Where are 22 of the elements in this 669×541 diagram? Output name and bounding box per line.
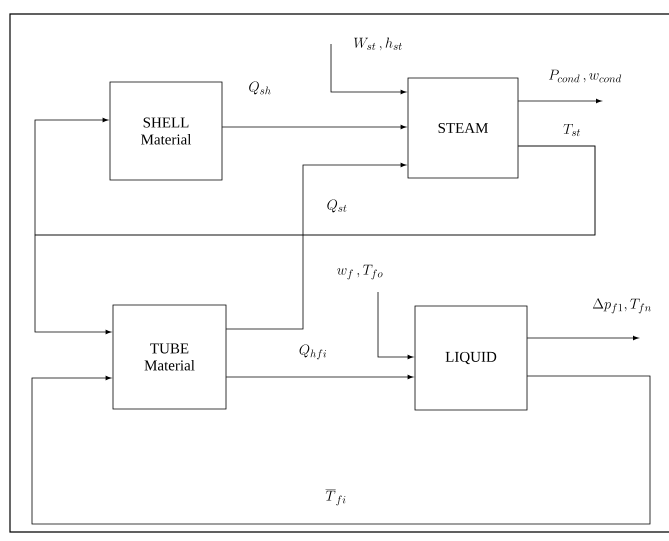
block-box: TUBE Material: [112, 304, 226, 410]
arrow: [34, 146, 596, 334]
arrow: [226, 374, 414, 380]
edge-label: $T_{st}$: [562, 123, 582, 137]
block-box: STEAM: [408, 78, 518, 178]
arrow: [378, 292, 414, 360]
arrow: [226, 162, 406, 330]
arrow: [518, 98, 602, 104]
block-box: SHELL Material: [110, 82, 222, 180]
edge-label: $Q_{st}$: [326, 198, 348, 214]
edge-label: $Q_{hfi}$: [298, 344, 328, 360]
edge-label: $\Delta p_{f1},T_{fn}$: [591, 298, 653, 314]
edge-label: $Q_{sh}$: [247, 80, 273, 96]
arrow: [527, 336, 639, 340]
block-box: LIQUID: [414, 306, 528, 410]
arrow: [222, 124, 406, 130]
edge-label: $P_{cond}\,,w_{cond}$: [547, 68, 623, 84]
arrow: [32, 376, 650, 524]
edge-label: $w_{f}\,,T_{fo}$: [336, 264, 384, 280]
edge-label: $\overline{T}_{fi}$: [324, 488, 348, 506]
arrow: [330, 44, 406, 94]
edge-label: $W_{st}\,,h_{st}$: [352, 36, 404, 52]
